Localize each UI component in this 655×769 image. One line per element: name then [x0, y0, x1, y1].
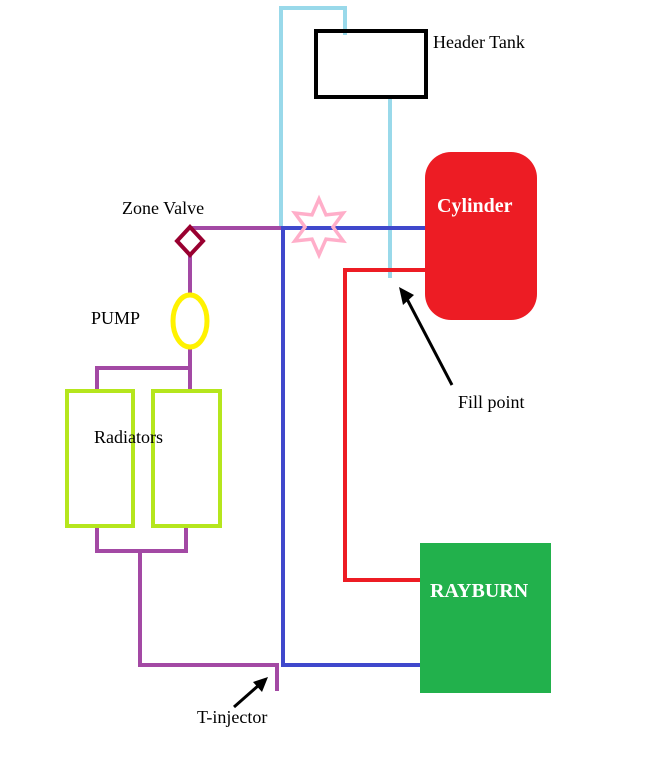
- fill-point-label: Fill point: [458, 392, 525, 412]
- header-tank-label: Header Tank: [433, 32, 525, 52]
- zone-valve-label: Zone Valve: [122, 198, 204, 218]
- cylinder-box: [425, 152, 537, 320]
- star-marker: [291, 194, 347, 260]
- pump-shape: [170, 292, 210, 350]
- zone-valve-shape: [174, 224, 206, 258]
- pump-label: PUMP: [91, 308, 140, 328]
- pipe-blue-main-circuit: [281, 226, 428, 667]
- fill-point-arrow-head: [399, 287, 414, 305]
- fill-point-arrow-line: [405, 298, 454, 386]
- radiator-left-shape: [65, 389, 135, 528]
- header-tank-box: [314, 29, 428, 99]
- radiators-label: Radiators: [94, 427, 163, 447]
- radiator-right-shape: [151, 389, 222, 528]
- pipe-red-cylinder-to-rayburn: [343, 268, 428, 582]
- rayburn-label: RAYBURN: [430, 580, 529, 602]
- vent-pipe-light-blue: [279, 6, 347, 226]
- rayburn-box: [420, 543, 551, 693]
- t-injector-arrow-line: [233, 683, 260, 709]
- cylinder-label: Cylinder: [437, 195, 513, 217]
- t-injector-label: T-injector: [197, 707, 267, 727]
- t-injector-arrow-head: [253, 677, 268, 692]
